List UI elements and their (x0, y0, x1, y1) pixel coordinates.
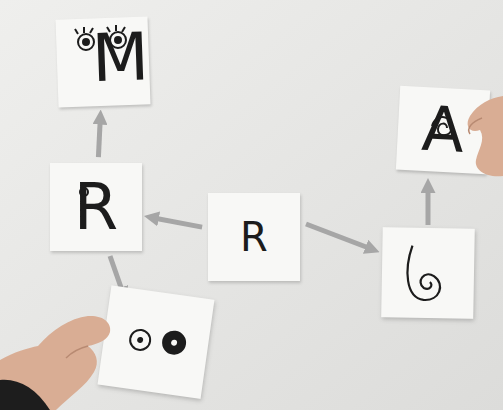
hand (468, 96, 503, 176)
arrow-line (426, 184, 431, 225)
arrow-connector (150, 217, 202, 227)
sticky-note: R (208, 193, 300, 281)
sleeve (0, 380, 50, 410)
sticky-note: M (55, 16, 150, 107)
sticky-note: R (50, 163, 142, 251)
m-eyes (75, 25, 126, 50)
arrow-connector (98, 116, 100, 157)
spiral-note (381, 227, 475, 319)
sticky-note: A (396, 86, 490, 175)
r-spiral (80, 188, 88, 196)
hand (0, 316, 110, 410)
handwritten-letter: R (240, 217, 268, 257)
handwritten-letter: R (74, 175, 118, 239)
a-spiral (432, 117, 452, 135)
eyes-note (98, 285, 215, 399)
arrow-line (306, 224, 374, 250)
handwritten-letter: M (91, 24, 150, 92)
handwritten-letter: A (420, 98, 466, 162)
